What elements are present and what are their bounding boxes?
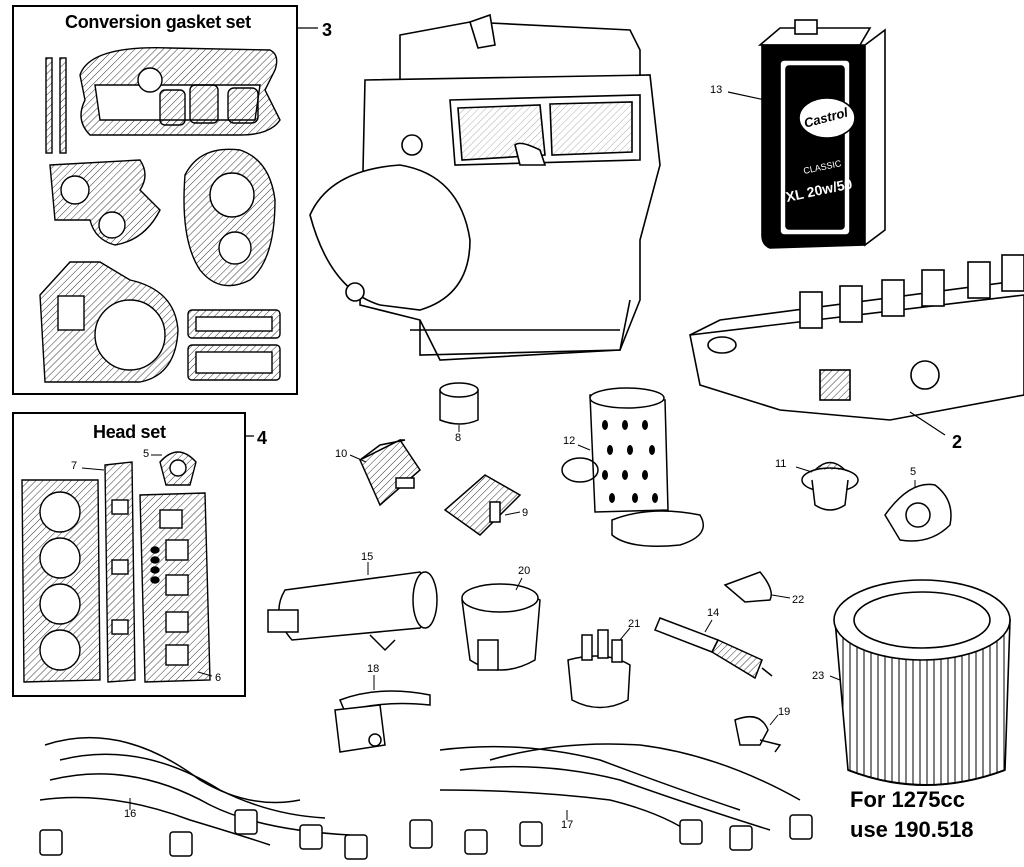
- head-set-title: Head set: [93, 422, 166, 442]
- ref-21: 21: [628, 618, 641, 630]
- ref-2: 2: [952, 432, 963, 452]
- head-set-ref: 4: [257, 428, 268, 448]
- ref-8: 8: [455, 432, 462, 444]
- ref-7: 7: [71, 460, 78, 472]
- oil-filter-drawing: [561, 387, 704, 547]
- cylinder-head-drawing: [689, 254, 1024, 421]
- ht-leads-17-drawing: [409, 743, 813, 855]
- ref-9: 9: [522, 507, 529, 519]
- gasket-5-drawing: [884, 483, 952, 542]
- fitment-note-line1: For 1275cc: [850, 787, 965, 812]
- ref-15: 15: [361, 551, 374, 563]
- ref-20: 20: [518, 565, 531, 577]
- engine-mount-9-drawing: [443, 474, 522, 536]
- bush-drawing: [439, 382, 479, 425]
- ref-12: 12: [563, 435, 576, 447]
- ht-leads-16-drawing: [39, 736, 368, 860]
- ref-6: 6: [215, 672, 222, 684]
- distributor-cap-20-drawing: [461, 583, 541, 671]
- ref-13: 13: [710, 84, 723, 96]
- ref-23: 23: [812, 670, 825, 682]
- coil-drawing: [267, 571, 438, 652]
- oil-can-leader: [727, 91, 766, 101]
- conversion-gasket-set-box: [12, 5, 298, 395]
- ref-11: 11: [775, 458, 787, 470]
- plug-cap-drawing: [734, 715, 782, 753]
- engine-block-drawing: [309, 13, 661, 361]
- fitment-note-line2: use 190.518: [850, 817, 974, 842]
- cylinder-head-leader: [909, 411, 946, 436]
- fitment-note: For 1275cc use 190.518: [850, 785, 974, 845]
- thermostat-drawing: [801, 461, 859, 511]
- ref-17: 17: [561, 819, 574, 831]
- ref-14: 14: [707, 607, 720, 619]
- ref-16: 16: [124, 808, 137, 820]
- ref-10: 10: [335, 448, 348, 460]
- head-set-box: [12, 412, 246, 697]
- ref-5-right: 5: [910, 466, 917, 478]
- conversion-gasket-set-title: Conversion gasket set: [65, 12, 251, 32]
- valve-springs: [799, 254, 1024, 329]
- air-filter-drawing: [833, 579, 1011, 786]
- ref-18: 18: [367, 663, 380, 675]
- distributor-cap-21-drawing: [567, 629, 631, 709]
- ref-5-head: 5: [143, 448, 150, 460]
- ref-22: 22: [792, 594, 805, 606]
- conversion-gaskets-drawing: [39, 47, 281, 383]
- contact-breaker-points-drawing: [334, 690, 431, 753]
- oil-can-drawing: [757, 19, 886, 249]
- head-set-drawing: [21, 451, 213, 683]
- spark-plug-drawing: [654, 617, 773, 680]
- ref-19: 19: [778, 706, 791, 718]
- rotor-drawing: [723, 571, 772, 603]
- engine-mount-10-drawing: [359, 439, 421, 507]
- valve-seals: [150, 546, 160, 584]
- conversion-gasket-set-ref: 3: [322, 20, 333, 40]
